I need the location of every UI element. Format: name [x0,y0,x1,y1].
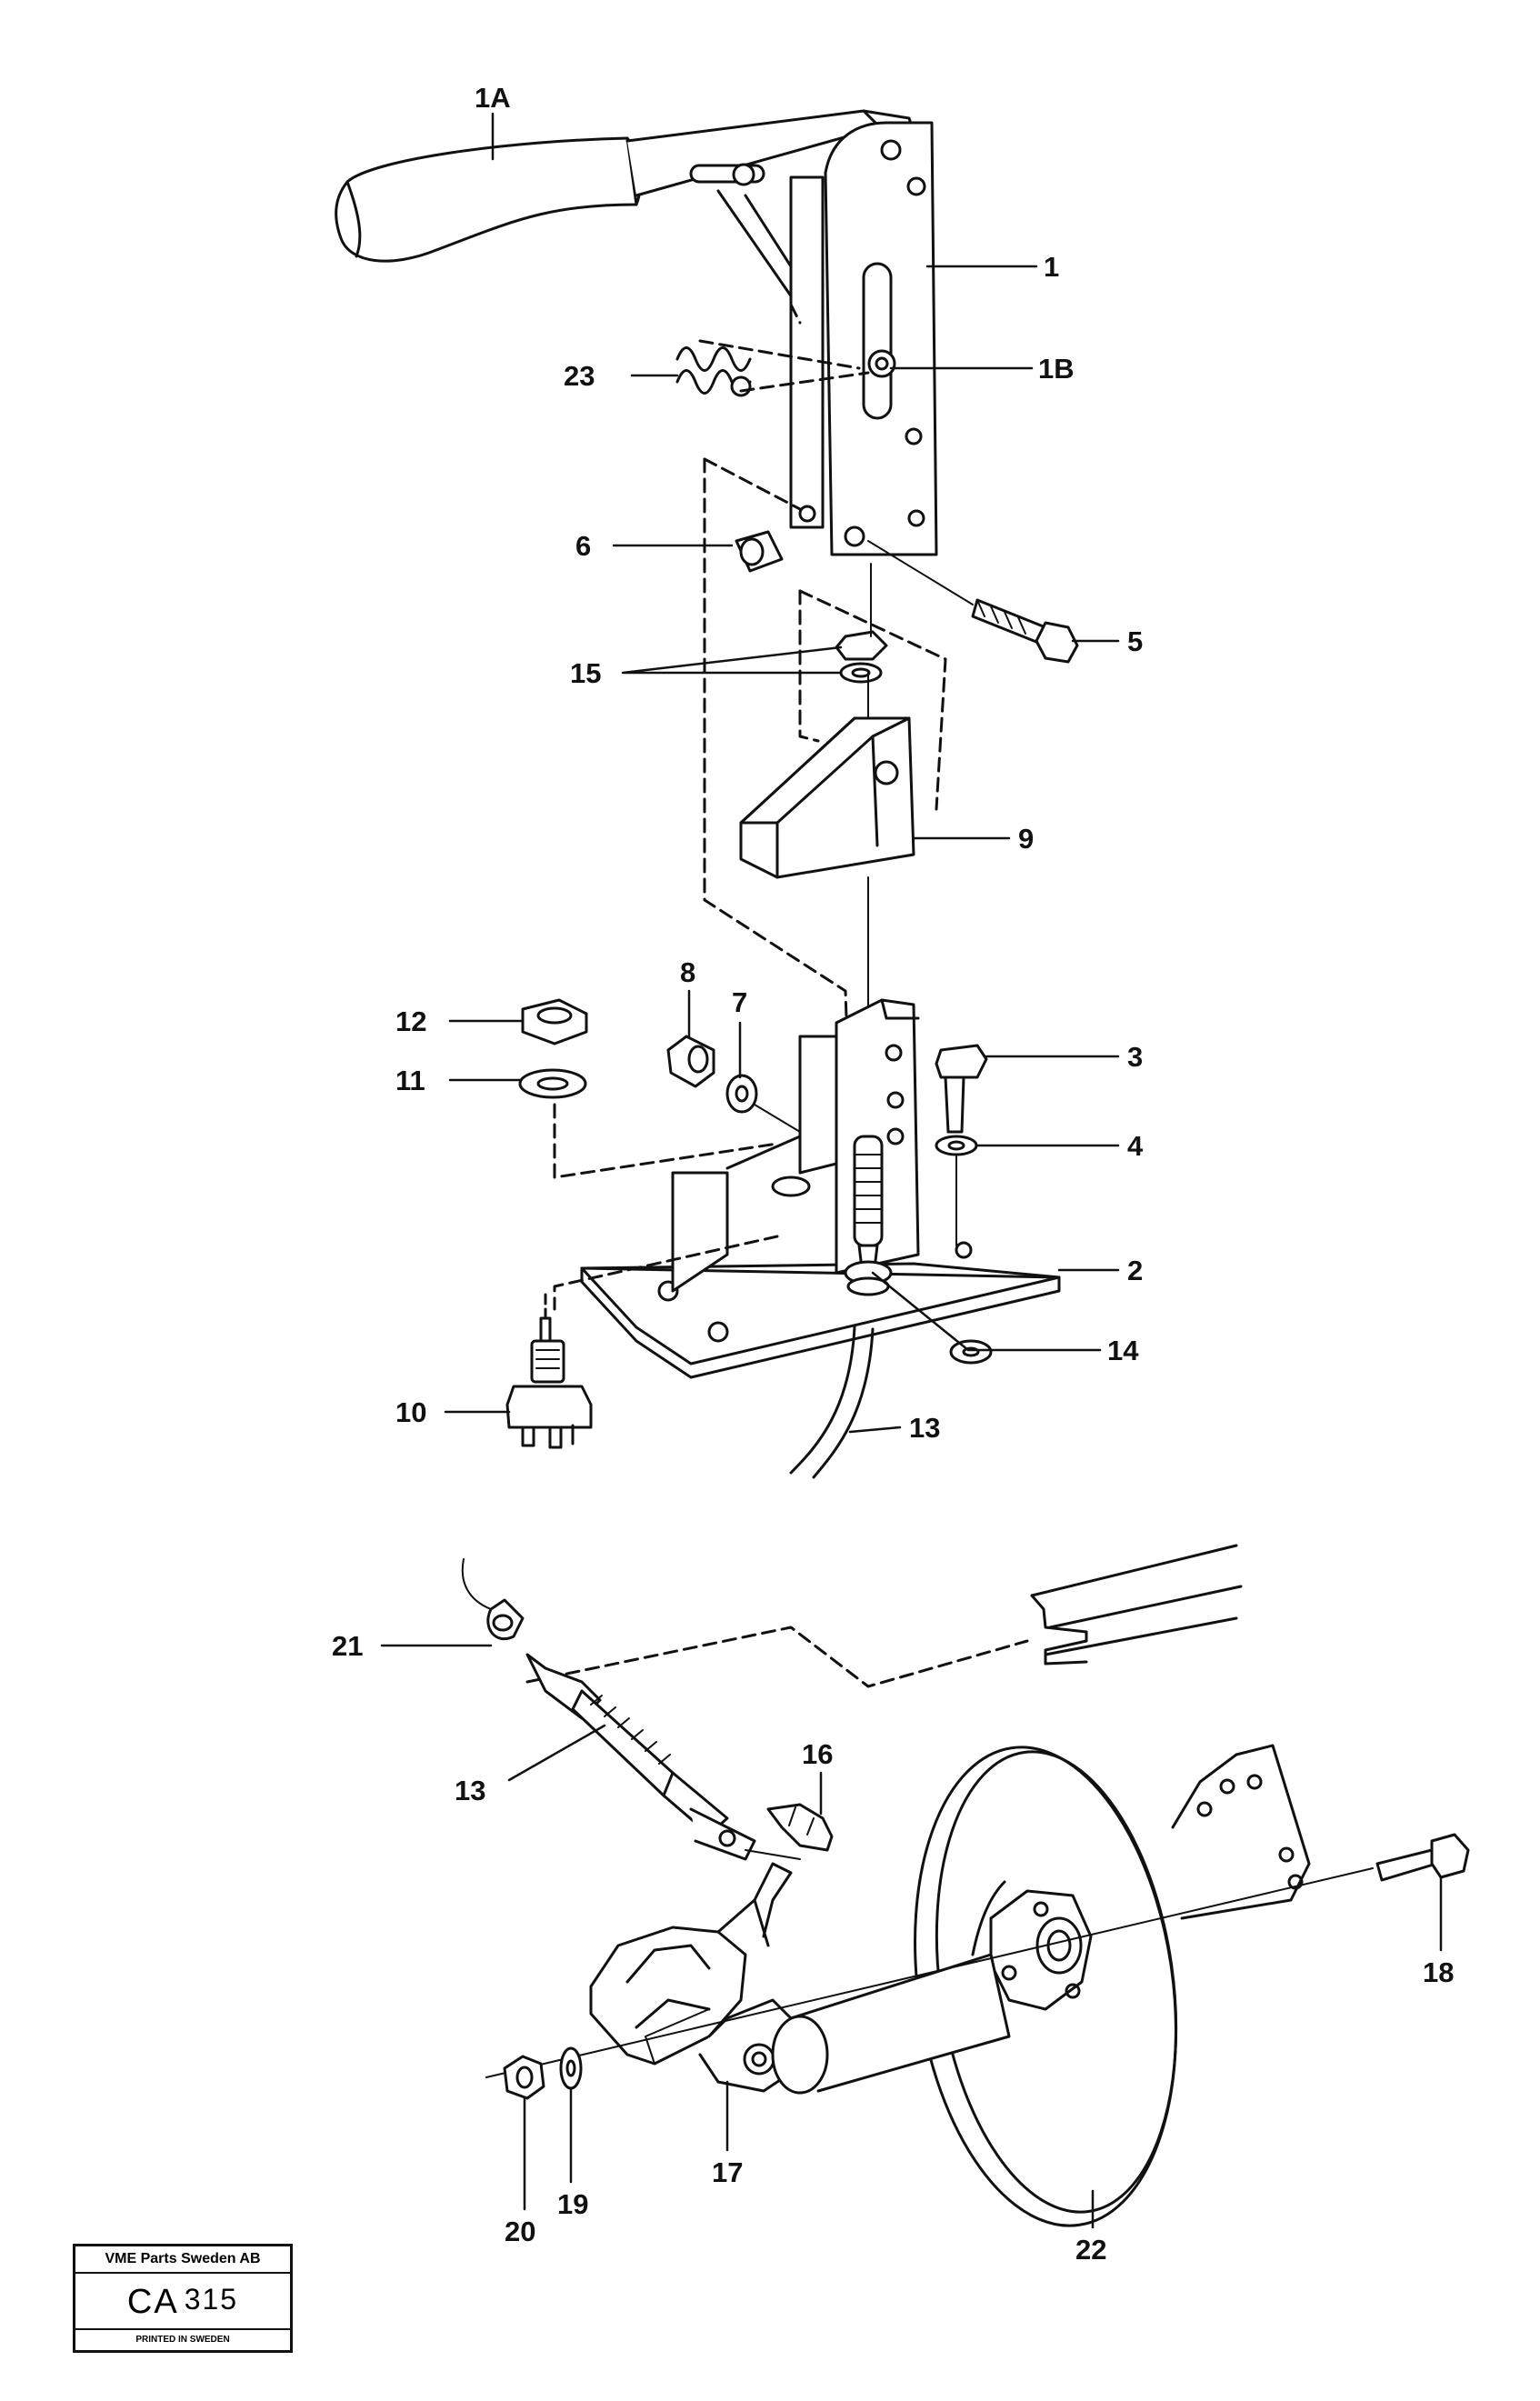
callout-labels: 1A 1 1B 23 6 5 15 9 8 7 12 11 3 4 2 14 1… [332,82,1454,2266]
callout-11: 11 [395,1065,425,1096]
callout-13-lower: 13 [455,1775,485,1806]
callout-1B: 1B [1038,353,1075,385]
callout-10: 10 [395,1396,426,1428]
callout-19: 19 [557,2188,588,2220]
callout-17: 17 [712,2156,743,2188]
brake-caliper [589,1862,802,2093]
callout-14: 14 [1107,1335,1139,1366]
callout-5: 5 [1127,625,1143,657]
spacer-sleeve [735,530,784,573]
washer-4 [935,1135,978,1156]
stamp-company: VME Parts Sweden AB [75,2246,290,2274]
callout-21: 21 [332,1630,363,1662]
brake-disc [914,1744,1311,2227]
callout-3: 3 [1127,1041,1143,1073]
handle-grip [335,136,642,263]
brake-switch [505,1316,593,1449]
nut-8 [666,1035,715,1088]
callout-22: 22 [1075,2234,1106,2266]
return-spring [675,346,752,397]
washer-11 [518,1068,587,1099]
hand-lever [625,109,938,556]
bolt-18 [1375,1833,1470,1882]
callout-13-upper: 13 [909,1412,940,1444]
callout-23: 23 [564,360,595,392]
callout-7: 7 [732,986,747,1018]
stamp-code-number: 315 [184,2283,239,2316]
nut-12 [521,998,588,1045]
nut-20 [503,2055,545,2100]
stamp-code-prefix: CA [126,2283,179,2321]
callout-20: 20 [505,2216,535,2247]
washer-7 [725,1074,758,1114]
callout-15: 15 [570,657,601,689]
callout-2: 2 [1127,1255,1143,1286]
bolt-3 [935,1044,988,1134]
cable-lower [525,1653,756,1861]
stamp-printed: PRINTED IN SWEDEN [75,2328,290,2350]
propeller-shaft [771,1880,1011,2095]
washer-19 [559,2046,583,2090]
leader-lines [380,112,1443,2229]
bracket-plate [739,716,915,879]
pivot-bolt [971,598,1079,664]
cable-clip [486,1598,525,1641]
callout-1A: 1A [475,82,511,114]
callout-4: 4 [1127,1130,1144,1162]
callout-9: 9 [1018,823,1034,855]
callout-8: 8 [680,956,695,988]
frame-rail [1030,1544,1243,1666]
callout-12: 12 [395,1005,426,1037]
callout-16: 16 [802,1738,833,1770]
callout-1: 1 [1044,251,1059,283]
callout-6: 6 [575,530,591,562]
nut-and-washer [835,630,888,684]
callout-18: 18 [1423,1956,1454,1988]
washer-14 [949,1339,993,1365]
retaining-clip [766,1803,834,1852]
